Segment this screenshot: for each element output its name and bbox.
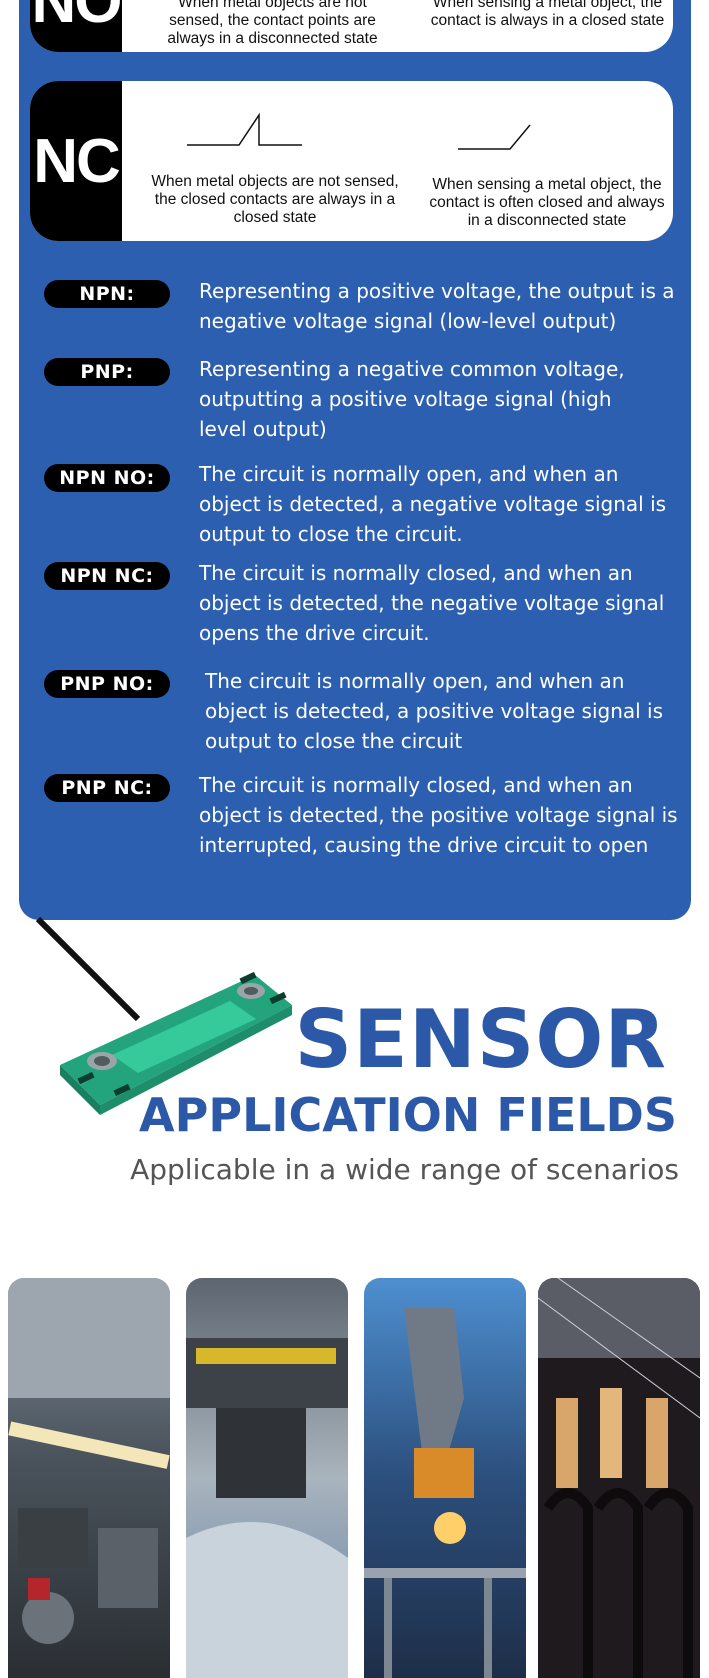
definition-label: PNP: <box>44 358 170 386</box>
definition-label: PNP NO: <box>44 670 170 698</box>
section-subtitle: APPLICATION FIELDS <box>139 1088 677 1142</box>
proximity-sensor-image <box>35 916 292 1115</box>
definition-label: NPN: <box>44 280 170 308</box>
section-title: SENSOR <box>294 993 667 1086</box>
definition-text: Representing a positive voltage, the out… <box>199 279 675 333</box>
definition-label: PNP NC: <box>44 774 170 802</box>
definition-text: The circuit is normally closed, and when… <box>199 561 665 645</box>
no-state-card: NO When metal objects are not sensed, th… <box>30 0 673 52</box>
definition-label: NPN NC: <box>44 562 170 590</box>
no-tag: NO <box>30 0 123 52</box>
nc-left-text: When metal objects are not sensed, the c… <box>151 173 399 226</box>
photo-industrial-printing <box>186 1278 348 1678</box>
open-contact-diagram-icon <box>458 124 531 150</box>
section-tagline: Applicable in a wide range of scenarios <box>130 1153 679 1186</box>
closed-contact-diagram-icon <box>187 112 302 146</box>
no-left-text: When metal objects are not sensed, the c… <box>167 0 378 47</box>
definition-text: The circuit is normally closed, and when… <box>199 773 678 857</box>
nc-state-card: NC When metal objects are not sensed, th… <box>30 81 673 241</box>
photo-automotive-engine <box>8 1278 170 1678</box>
nc-tag: NC <box>30 81 122 241</box>
photo-textile-machinery <box>538 1278 700 1678</box>
definition-text: Representing a negative common voltage, … <box>199 357 625 441</box>
nc-right-text: When sensing a metal object, the contact… <box>429 176 665 229</box>
definition-text: The circuit is normally open, and when a… <box>205 669 664 753</box>
photo-robotic-arm <box>364 1278 526 1678</box>
no-right-text: When sensing a metal object, the contact… <box>430 0 665 29</box>
definition-label: NPN NO: <box>44 464 170 492</box>
definition-text: The circuit is normally open, and when a… <box>199 462 667 546</box>
